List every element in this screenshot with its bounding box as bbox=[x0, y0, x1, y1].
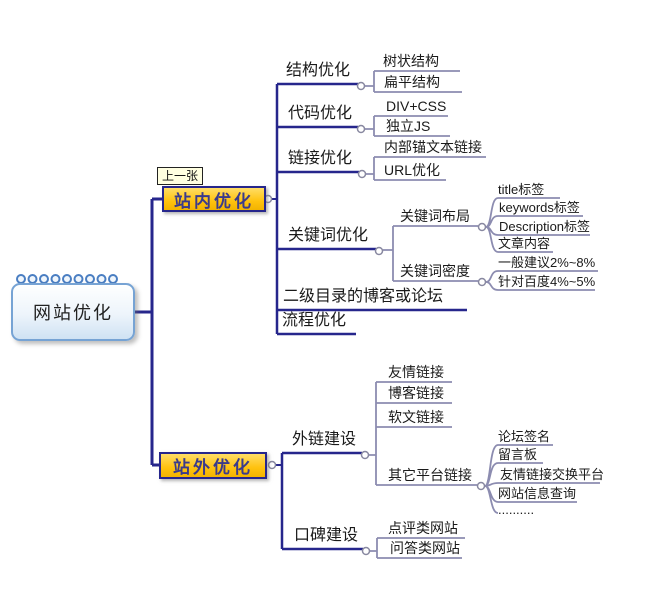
callout-previous: 上一张 bbox=[157, 167, 204, 185]
node-tree-structure[interactable]: 树状结构 bbox=[383, 53, 439, 69]
node-title-tag[interactable]: title标签 bbox=[498, 182, 545, 197]
node-qa-sites[interactable]: 问答类网站 bbox=[390, 540, 460, 556]
node-keyword-layout[interactable]: 关键词布局 bbox=[400, 208, 470, 224]
node-url-optimization[interactable]: URL优化 bbox=[384, 162, 441, 178]
node-more-dots[interactable]: .......... bbox=[498, 502, 535, 517]
node-internal-anchor-links[interactable]: 内部锚文本链接 bbox=[384, 139, 482, 155]
node-forum-signature[interactable]: 论坛签名 bbox=[498, 429, 551, 444]
collapse-handle-keyword[interactable] bbox=[374, 246, 384, 256]
bracket-keyword-children bbox=[383, 225, 478, 282]
node-article-content[interactable]: 文章内容 bbox=[498, 236, 551, 251]
node-flat-structure[interactable]: 扁平结构 bbox=[384, 74, 440, 90]
node-keyword-density[interactable]: 关键词密度 bbox=[400, 263, 470, 279]
collapse-handle-structure[interactable] bbox=[356, 81, 366, 91]
spiral-binding bbox=[16, 274, 118, 284]
collapse-handle-link[interactable] bbox=[357, 169, 367, 179]
root-topic[interactable]: 网站优化 bbox=[11, 283, 135, 341]
bracket-structure-children bbox=[365, 70, 462, 93]
topic-offsite-optimization[interactable]: 站外优化 bbox=[159, 452, 267, 479]
collapse-handle-offsite[interactable] bbox=[267, 460, 277, 470]
node-backlink-building[interactable]: 外链建设 bbox=[292, 431, 357, 448]
node-density-baidu[interactable]: 针对百度4%~5% bbox=[498, 274, 596, 289]
node-standalone-js[interactable]: 独立JS bbox=[386, 118, 431, 134]
node-friend-links[interactable]: 友情链接 bbox=[388, 364, 444, 380]
node-code-optimization[interactable]: 代码优化 bbox=[288, 105, 353, 122]
collapse-handle-keyword-density[interactable] bbox=[477, 277, 487, 287]
node-description-tag[interactable]: Description标签 bbox=[499, 219, 591, 234]
bracket-backlink-children bbox=[369, 381, 477, 486]
node-density-general[interactable]: 一般建议2%~8% bbox=[498, 255, 596, 270]
collapse-handle-code[interactable] bbox=[356, 124, 366, 134]
node-link-optimization[interactable]: 链接优化 bbox=[288, 150, 353, 167]
node-other-platform-links[interactable]: 其它平台链接 bbox=[388, 467, 472, 483]
node-process-optimization[interactable]: 流程优化 bbox=[282, 312, 347, 329]
node-guestbook[interactable]: 留言板 bbox=[498, 447, 538, 462]
node-subdirectory-blog-forum[interactable]: 二级目录的博客或论坛 bbox=[283, 288, 444, 305]
collapse-handle-keyword-layout[interactable] bbox=[477, 222, 487, 232]
node-review-sites[interactable]: 点评类网站 bbox=[388, 520, 458, 536]
node-div-css[interactable]: DIV+CSS bbox=[386, 98, 447, 114]
topic-onsite-optimization[interactable]: 站内优化 bbox=[162, 186, 266, 212]
node-soft-article-links[interactable]: 软文链接 bbox=[388, 409, 444, 425]
collapse-handle-other-platform[interactable] bbox=[476, 481, 486, 491]
node-reputation-building[interactable]: 口碑建设 bbox=[294, 527, 359, 544]
node-blog-links[interactable]: 博客链接 bbox=[388, 385, 444, 401]
bracket-code-children bbox=[365, 115, 450, 137]
fan-other-platform-children bbox=[484, 444, 600, 514]
node-site-info-query[interactable]: 网站信息查询 bbox=[498, 486, 577, 501]
collapse-handle-reputation[interactable] bbox=[361, 546, 371, 556]
node-keyword-optimization[interactable]: 关键词优化 bbox=[288, 227, 369, 244]
node-keywords-tag[interactable]: keywords标签 bbox=[499, 200, 580, 215]
bracket-link-children bbox=[366, 156, 486, 181]
collapse-handle-backlink[interactable] bbox=[360, 450, 370, 460]
bracket-reputation-children bbox=[369, 537, 465, 559]
fan-keyword-layout-children bbox=[485, 197, 590, 253]
fan-keyword-density-children bbox=[485, 270, 598, 291]
node-structure-optimization[interactable]: 结构优化 bbox=[286, 62, 351, 79]
node-link-exchange-platform[interactable]: 友情链接交换平台 bbox=[500, 467, 605, 482]
